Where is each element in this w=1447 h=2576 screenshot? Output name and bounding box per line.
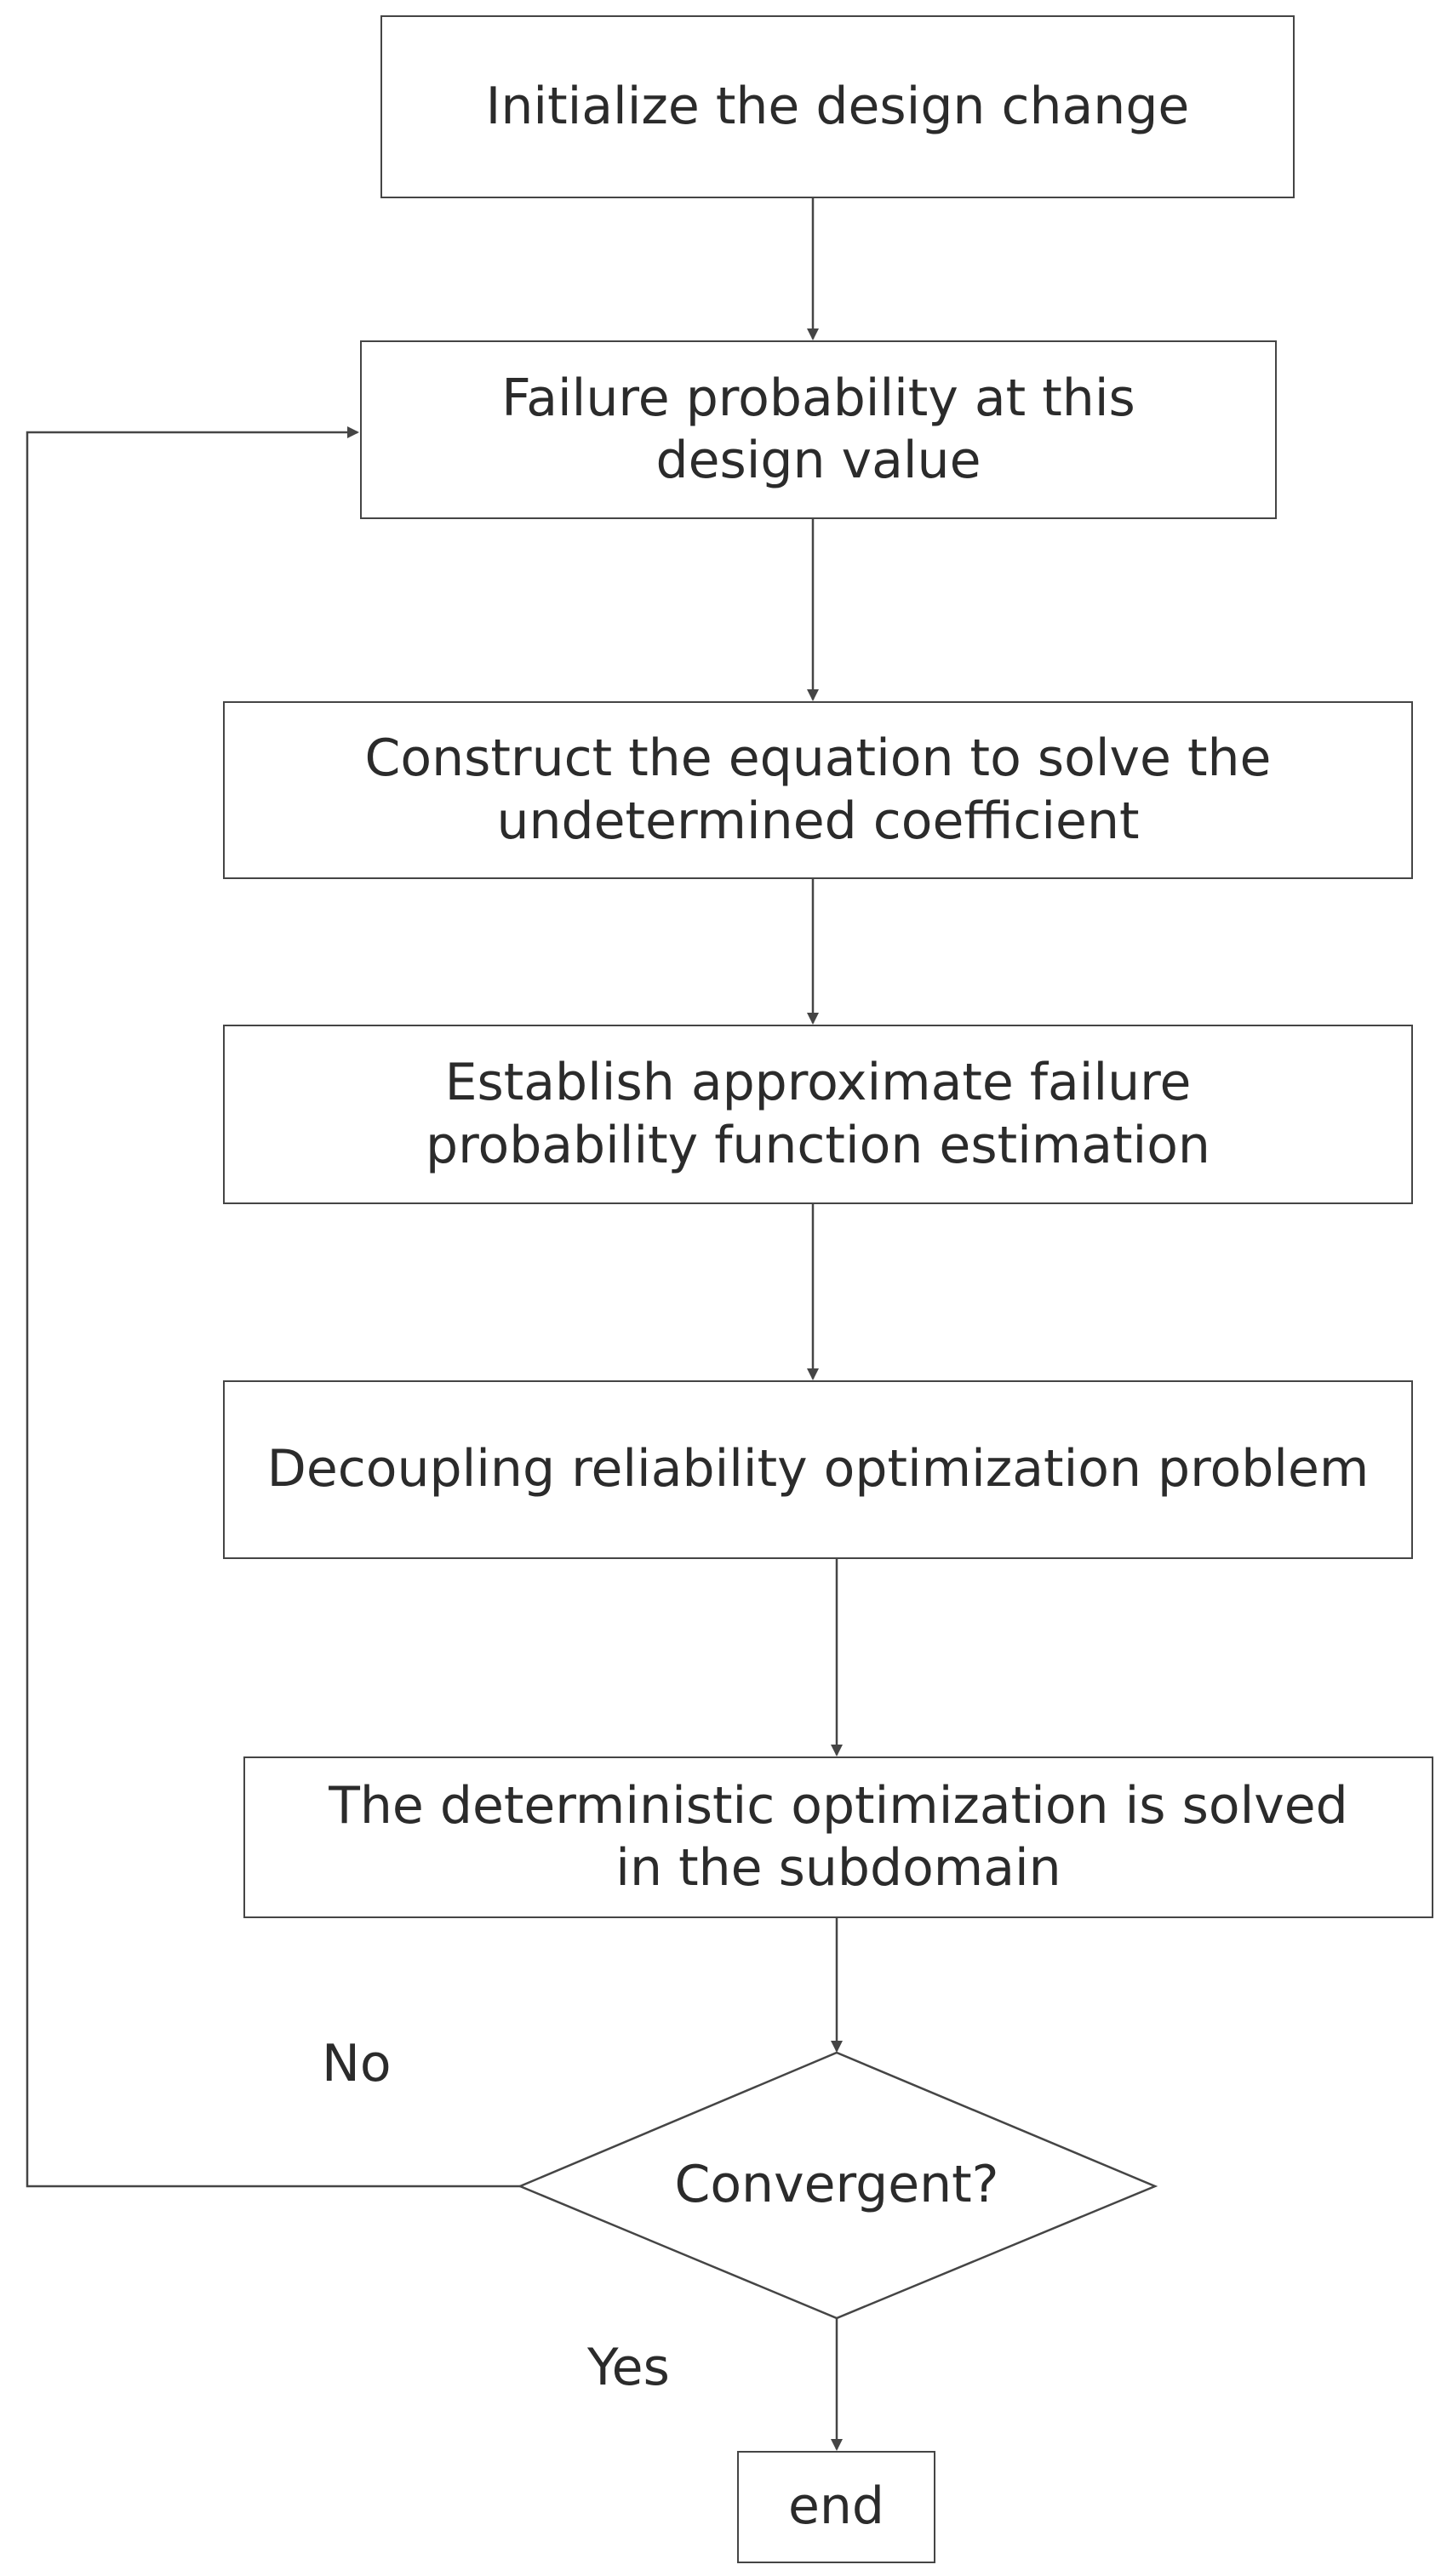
step-deterministic-optimization: The deterministic optimization is solved… [243, 1756, 1433, 1918]
step-approximate-function: Establish approximate failure probabilit… [223, 1025, 1413, 1204]
step-failure-probability: Failure probability at this design value [360, 340, 1277, 519]
branch-label-no: No [322, 2034, 392, 2093]
decision-diamond [517, 2051, 1158, 2320]
arrow-no-loop-back [26, 426, 520, 2188]
decision-label: Convergent? [674, 2155, 999, 2214]
step-initialize-design-change: Initialize the design change [380, 15, 1295, 198]
step-construct-equation-label: Construct the equation to solve the unde… [364, 728, 1272, 851]
step-approximate-function-label: Establish approximate failure probabilit… [426, 1053, 1210, 1175]
step-construct-equation: Construct the equation to solve the unde… [223, 701, 1413, 879]
step-deterministic-optimization-label: The deterministic optimization is solved… [329, 1775, 1348, 1898]
terminal-end-label: end [787, 2476, 885, 2537]
step-initialize-label: Initialize the design change [485, 76, 1190, 136]
step-decoupling-problem: Decoupling reliability optimization prob… [223, 1380, 1413, 1559]
branch-label-yes: Yes [587, 2338, 670, 2397]
step-decoupling-problem-label: Decoupling reliability optimization prob… [266, 1439, 1370, 1499]
step-failure-probability-label: Failure probability at this design value [501, 368, 1135, 490]
terminal-end: end [737, 2451, 935, 2563]
